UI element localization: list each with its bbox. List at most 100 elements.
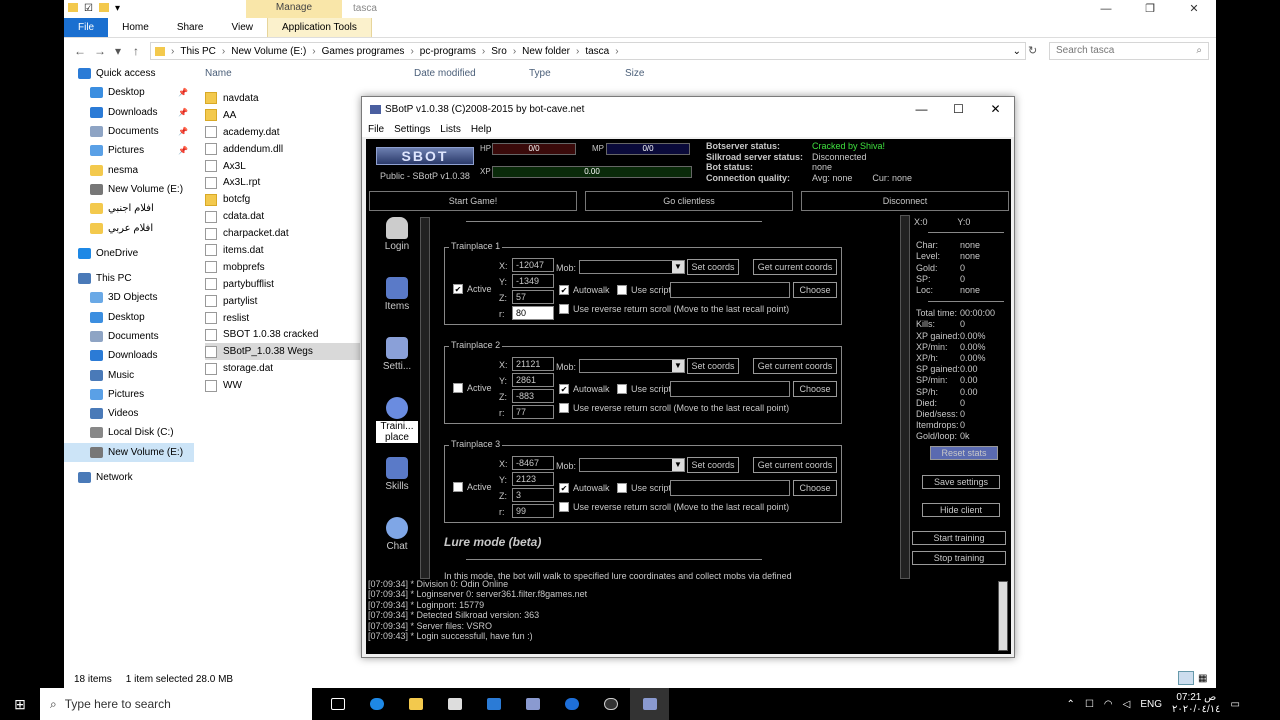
go-clientless-button[interactable]: Go clientless [585, 191, 793, 211]
r-input[interactable]: 77 [512, 405, 554, 419]
get-current-coords-button[interactable]: Get current coords [753, 457, 837, 473]
column-size[interactable]: Size [625, 68, 645, 79]
file-row[interactable]: mobprefs [205, 259, 360, 276]
sidebar-scrollbar[interactable] [420, 217, 430, 579]
nav-item[interactable]: Documents [64, 327, 194, 346]
nav-item[interactable]: Network [64, 468, 194, 487]
tab-file[interactable]: File [64, 18, 109, 37]
obs-icon[interactable] [591, 688, 630, 720]
large-icons-view-icon[interactable]: ▦ [1198, 673, 1208, 684]
nav-item[interactable]: Music [64, 365, 194, 384]
sidebar-item-trainplace[interactable]: Traini... place [376, 397, 418, 443]
active-checkbox[interactable] [453, 383, 463, 393]
breadcrumb[interactable]: › This PC› New Volume (E:)› Games progra… [150, 42, 1026, 60]
file-row[interactable]: WW [205, 377, 360, 394]
reverse-scroll-checkbox[interactable] [559, 304, 569, 314]
nav-item[interactable]: Desktop📌 [64, 83, 194, 102]
pin-icon[interactable]: 📌 [178, 107, 188, 117]
breadcrumb-item[interactable]: tasca [585, 45, 610, 57]
choose-button[interactable]: Choose [793, 480, 837, 496]
autowalk-checkbox[interactable]: ✔ [559, 384, 569, 394]
nav-item[interactable]: Pictures📌 [64, 141, 194, 160]
file-row[interactable]: SBotP_1.0.38 Wegs [205, 343, 360, 361]
network-icon[interactable]: ☐ [1084, 698, 1094, 710]
script-path-input[interactable] [670, 480, 790, 496]
language-indicator[interactable]: ENG [1140, 698, 1163, 710]
hide-client-button[interactable]: Hide client [922, 503, 1000, 517]
use-script-checkbox[interactable] [617, 483, 627, 493]
minimize-icon[interactable]: — [915, 102, 928, 116]
edge-icon[interactable] [357, 688, 396, 720]
sidebar-item-items[interactable]: Items [376, 277, 418, 312]
sidebar-item-chat[interactable]: Chat [376, 517, 418, 552]
nav-item[interactable]: New Volume (E:) [64, 442, 194, 462]
maximize-icon[interactable]: ☐ [953, 102, 964, 116]
x-input[interactable]: -12047 [512, 258, 554, 272]
reverse-scroll-checkbox[interactable] [559, 403, 569, 413]
notifications-icon[interactable]: ▭ [1230, 698, 1240, 710]
breadcrumb-item[interactable]: pc-programs [419, 45, 476, 57]
y-input[interactable]: 2123 [512, 472, 554, 486]
nav-item[interactable]: Pictures [64, 385, 194, 404]
close-icon[interactable]: ✕ [1189, 3, 1199, 15]
breadcrumb-item[interactable]: New folder [522, 45, 570, 57]
tab-home[interactable]: Home [122, 22, 149, 33]
get-current-coords-button[interactable]: Get current coords [753, 358, 837, 374]
reverse-scroll-checkbox[interactable] [559, 502, 569, 512]
mail-icon[interactable] [474, 688, 513, 720]
folder-icon[interactable] [68, 3, 78, 12]
wifi-icon[interactable]: ◠ [1103, 698, 1113, 710]
z-input[interactable]: 57 [512, 290, 554, 304]
column-name[interactable]: Name [205, 68, 232, 79]
set-coords-button[interactable]: Set coords [687, 358, 739, 374]
nav-item[interactable]: افلام اجنبي [64, 199, 194, 218]
sbot-taskbar-icon[interactable] [513, 688, 552, 720]
address-dropdown-icon[interactable]: ⌄ [1012, 45, 1021, 57]
choose-button[interactable]: Choose [793, 381, 837, 397]
file-row[interactable]: items.dat [205, 242, 360, 259]
log-scrollbar[interactable] [998, 581, 1008, 651]
file-row[interactable]: reslist [205, 310, 360, 327]
file-row[interactable]: partybufflist [205, 276, 360, 293]
nav-item[interactable]: Documents📌 [64, 122, 194, 141]
nav-item[interactable]: Downloads📌 [64, 103, 194, 122]
new-folder-icon[interactable] [98, 3, 109, 12]
chevron-down-icon[interactable]: ▾ [114, 3, 120, 14]
use-script-checkbox[interactable] [617, 285, 627, 295]
stop-training-button[interactable]: Stop training [912, 551, 1006, 565]
file-row[interactable]: AA [205, 107, 360, 124]
z-input[interactable]: 3 [512, 488, 554, 502]
back-icon[interactable]: ← [74, 44, 86, 58]
reset-stats-button[interactable]: Reset stats [930, 446, 998, 460]
refresh-icon[interactable]: ↻ [1028, 45, 1038, 57]
file-row[interactable]: SBOT 1.0.38 cracked [205, 326, 360, 343]
save-settings-button[interactable]: Save settings [922, 475, 1000, 489]
volume-icon[interactable]: ◁ [1122, 698, 1131, 710]
sidebar-item-settings[interactable]: Setti... [376, 337, 418, 372]
nav-item[interactable]: nesma [64, 160, 194, 179]
file-row[interactable]: navdata [205, 90, 360, 107]
file-row[interactable]: storage.dat [205, 360, 360, 377]
nav-item[interactable]: Desktop [64, 308, 194, 327]
manage-tab[interactable]: Manage [246, 0, 342, 18]
details-view-icon[interactable] [1178, 671, 1194, 685]
task-view-icon[interactable] [318, 688, 357, 720]
mob-select[interactable]: ▼ [579, 359, 685, 373]
get-current-coords-button[interactable]: Get current coords [753, 259, 837, 275]
menu-help[interactable]: Help [470, 123, 492, 135]
active-checkbox[interactable]: ✔ [453, 284, 463, 294]
file-row[interactable]: partylist [205, 293, 360, 310]
menu-lists[interactable]: Lists [440, 123, 461, 135]
active-checkbox[interactable] [453, 482, 463, 492]
mob-select[interactable]: ▼ [579, 458, 685, 472]
file-row[interactable]: addendum.dll [205, 141, 360, 158]
tab-view[interactable]: View [231, 22, 254, 33]
content-scrollbar[interactable] [900, 215, 910, 579]
autowalk-checkbox[interactable]: ✔ [559, 483, 569, 493]
autowalk-checkbox[interactable]: ✔ [559, 285, 569, 295]
y-input[interactable]: -1349 [512, 274, 554, 288]
store-icon[interactable] [435, 688, 474, 720]
restore-icon[interactable]: ❐ [1145, 3, 1155, 15]
script-path-input[interactable] [670, 282, 790, 298]
